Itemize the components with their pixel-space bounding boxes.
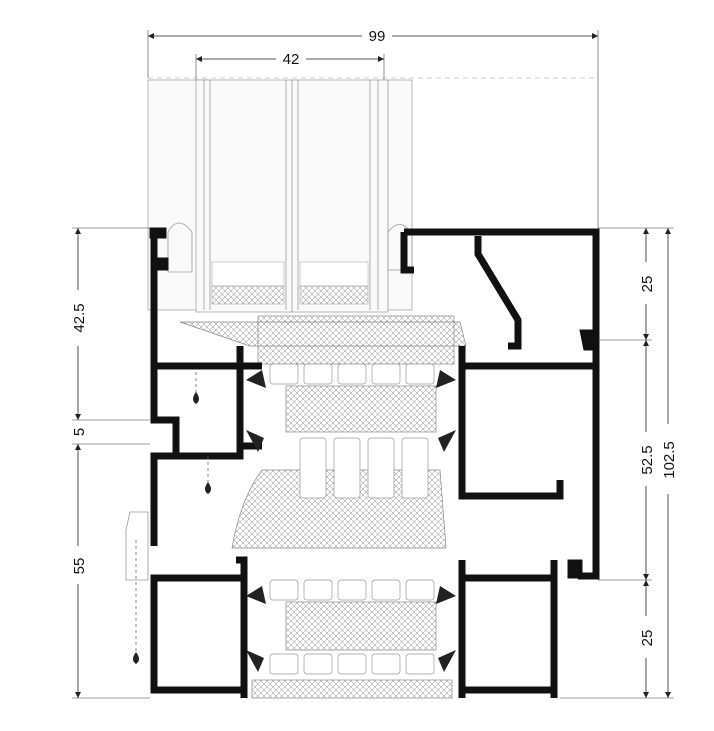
dimension-label-42-5: 42.5 bbox=[71, 303, 88, 332]
left-dimensions: 42.5 5 55 bbox=[71, 227, 150, 699]
dimension-label-55: 55 bbox=[71, 558, 88, 575]
thermal-break-lower bbox=[251, 601, 453, 699]
dimension-label-52-5: 52.5 bbox=[639, 445, 656, 474]
dimension-label-5: 5 bbox=[71, 428, 88, 436]
bottom-frame-right bbox=[458, 560, 558, 698]
drainage-cap bbox=[125, 511, 149, 581]
dimension-label-25-top: 25 bbox=[639, 276, 656, 293]
glass-unit bbox=[147, 79, 413, 313]
right-dimensions: 25 52.5 102.5 25 bbox=[560, 227, 678, 699]
top-dimension-glazing: 42 bbox=[195, 51, 385, 82]
dimension-label-102-5: 102.5 bbox=[661, 441, 678, 479]
top-dimension-overall: 99 bbox=[147, 28, 599, 228]
upper-gasket-right bbox=[387, 224, 413, 271]
bottom-frame-left bbox=[150, 556, 248, 698]
black-gaskets bbox=[246, 370, 456, 672]
dimension-label-99: 99 bbox=[369, 28, 386, 45]
insulation-chambers bbox=[269, 363, 435, 675]
dimension-label-25-bottom: 25 bbox=[639, 630, 656, 647]
dimension-label-42: 42 bbox=[283, 51, 300, 68]
drainage-drops bbox=[133, 372, 211, 664]
upper-gasket-left bbox=[167, 222, 193, 273]
thermal-break-upper bbox=[179, 315, 467, 433]
frame-profile-right bbox=[400, 228, 600, 580]
